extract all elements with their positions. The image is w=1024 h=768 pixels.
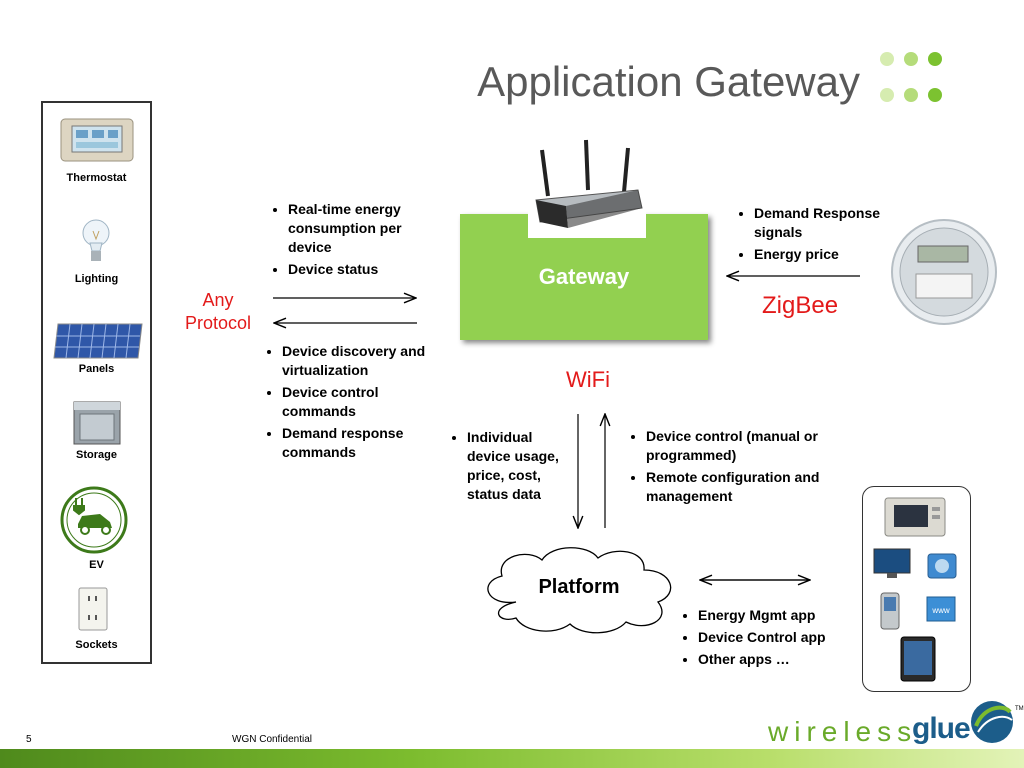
device-label: Sockets bbox=[75, 639, 118, 651]
app-bullets: Energy Mgmt app Device Control app Other… bbox=[680, 606, 860, 672]
dot-icon bbox=[904, 52, 918, 66]
any-protocol-line2: Protocol bbox=[184, 313, 252, 333]
logo-text-wireless: wireless bbox=[768, 716, 918, 747]
bullet-item: Demand Response signals bbox=[754, 204, 906, 242]
tablet-icon bbox=[900, 636, 936, 682]
lightbulb-icon bbox=[82, 219, 110, 261]
dot-icon bbox=[880, 88, 894, 102]
bullet-item: Device Control app bbox=[698, 628, 860, 647]
slide-title: Application Gateway bbox=[477, 58, 860, 105]
battery-storage-icon bbox=[73, 401, 121, 445]
bullet-item: Device status bbox=[288, 260, 440, 279]
device-label: Thermostat bbox=[66, 172, 127, 184]
logo-tm: TM bbox=[1015, 706, 1024, 712]
device-label: EV bbox=[89, 559, 104, 571]
monitor-icon bbox=[873, 548, 911, 578]
logo-text-glue: glue bbox=[912, 712, 971, 745]
bullet-item: Demand response commands bbox=[282, 424, 454, 462]
bullet-item: Individual device usage, price, cost, st… bbox=[467, 428, 579, 504]
zigbee-label: ZigBee bbox=[762, 292, 839, 319]
footer-bar bbox=[0, 749, 1024, 768]
folder-icon bbox=[927, 553, 957, 579]
dot-icon bbox=[904, 88, 918, 102]
bullet-item: Remote configuration and management bbox=[646, 468, 853, 506]
any-protocol-label: Any Protocol bbox=[178, 289, 258, 335]
svg-text:www: www bbox=[931, 606, 950, 615]
downstream-bullets: Device discovery and virtualization Devi… bbox=[264, 342, 454, 465]
device-label: Panels bbox=[78, 363, 115, 375]
bullet-item: Device control commands bbox=[282, 383, 454, 421]
web-icon: www bbox=[926, 596, 956, 622]
page-number: 5 bbox=[26, 734, 32, 745]
wifi-label: WiFi bbox=[566, 367, 610, 392]
thermostat-icon bbox=[60, 118, 134, 162]
device-label: Lighting bbox=[74, 273, 119, 285]
solar-panel-icon bbox=[53, 323, 143, 359]
bullet-item: Device discovery and virtualization bbox=[282, 342, 454, 380]
zigbee-bullets: Demand Response signals Energy price bbox=[736, 204, 906, 267]
dot-icon bbox=[928, 52, 942, 66]
device-label: Storage bbox=[76, 449, 117, 461]
cloud-icon bbox=[487, 547, 672, 634]
dot-icon bbox=[928, 88, 942, 102]
dot-icon bbox=[880, 52, 894, 66]
gateway-label: Gateway bbox=[538, 264, 630, 289]
bullet-item: Energy Mgmt app bbox=[698, 606, 860, 625]
device-panel bbox=[41, 101, 152, 664]
router-icon bbox=[528, 138, 646, 238]
bullet-item: Energy price bbox=[754, 245, 906, 264]
upstream-bullets: Real-time energy consumption per device … bbox=[270, 200, 440, 282]
platform-label: Platform bbox=[538, 576, 620, 598]
bullet-item: Other apps … bbox=[698, 650, 860, 669]
power-socket-icon bbox=[78, 587, 108, 631]
footer-text: WGN Confidential bbox=[232, 734, 313, 745]
platform-up-bullets: Individual device usage, price, cost, st… bbox=[449, 428, 579, 507]
bullet-item: Real-time energy consumption per device bbox=[288, 200, 440, 257]
smart-meter-icon bbox=[891, 219, 997, 325]
bullet-item: Device control (manual or programmed) bbox=[646, 427, 853, 465]
logo-swirl-icon bbox=[971, 701, 1013, 743]
any-protocol-line1: Any bbox=[202, 290, 234, 310]
smartphone-icon bbox=[880, 592, 900, 630]
electric-vehicle-icon bbox=[60, 486, 128, 554]
platform-down-bullets: Device control (manual or programmed) Re… bbox=[628, 427, 853, 509]
wall-panel-icon bbox=[884, 497, 946, 537]
